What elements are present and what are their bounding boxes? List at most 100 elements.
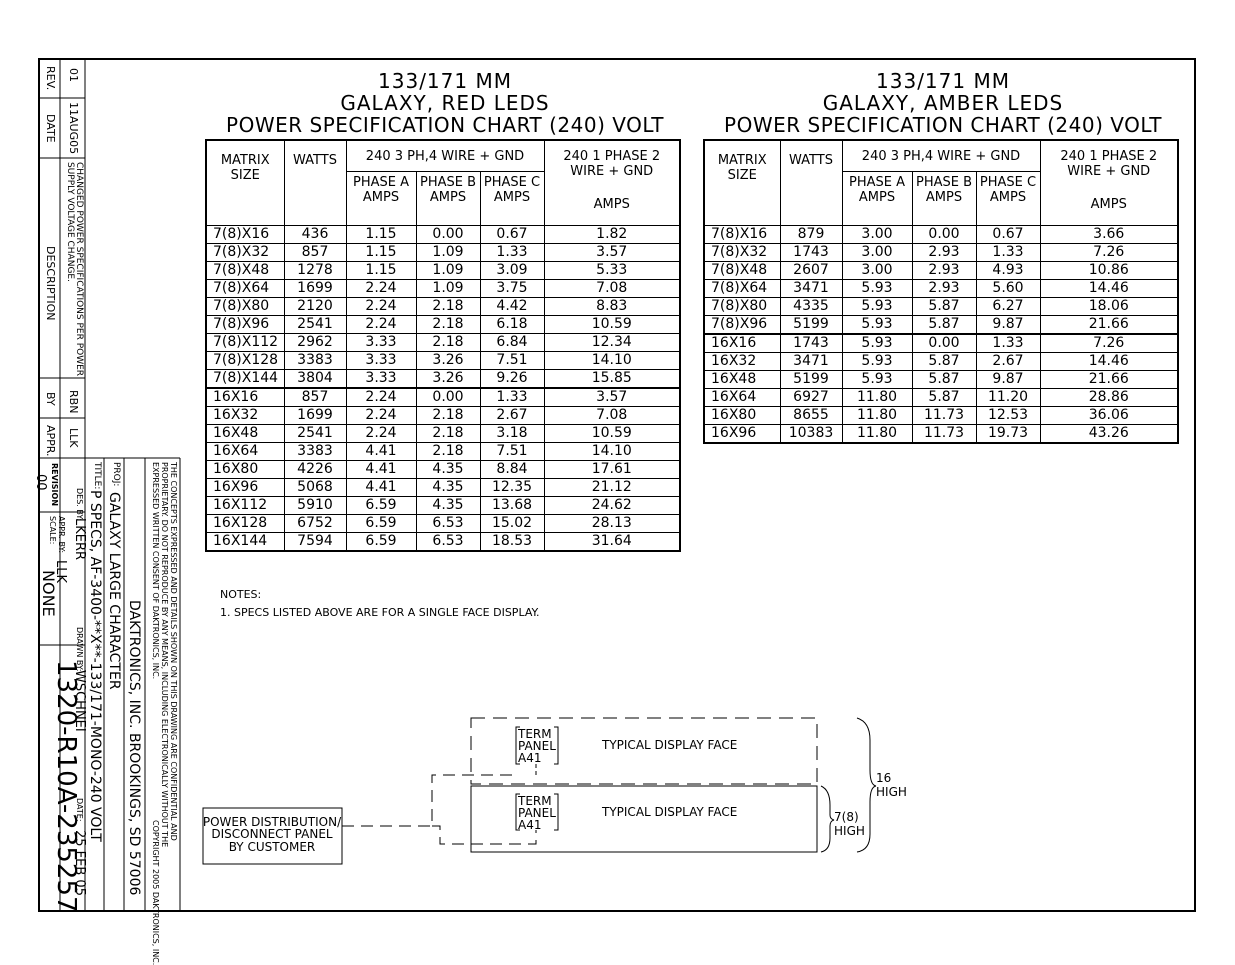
lower-display-label: TYPICAL DISPLAY FACE (601, 805, 737, 819)
wire-lower (432, 825, 537, 845)
table-cell: 3.66 (1039, 225, 1179, 244)
table-cell: 7(8)X32 (703, 243, 781, 262)
upper-display-label: TYPICAL DISPLAY FACE (601, 738, 737, 752)
table-cell: 13.68 (479, 496, 545, 515)
table-cell: 5.93 (841, 370, 913, 389)
table-cell: 6.59 (345, 514, 417, 533)
table-cell: 36.06 (1039, 406, 1179, 425)
table-cell: 16X96 (703, 424, 781, 444)
table-cell: 6752 (283, 514, 347, 533)
red-title-line1: 133/171 MM (378, 69, 512, 93)
table-cell: 7(8)X80 (703, 297, 781, 316)
table-cell: 11.80 (841, 424, 913, 444)
table-cell: 6.59 (345, 532, 417, 552)
table-cell: 8655 (779, 406, 843, 425)
table-cell: 1.33 (975, 333, 1041, 353)
table-cell: 6.53 (415, 514, 481, 533)
height-7-line1: 7(8) (834, 810, 859, 824)
lower-display-face (470, 785, 818, 853)
power-box-line3: BY CUSTOMER (229, 840, 316, 854)
upper-term-line2: PANEL (518, 739, 556, 753)
table-cell: 14.46 (1039, 279, 1179, 298)
table-cell: 4226 (283, 460, 347, 479)
lower-term-line1: TERM (517, 794, 552, 808)
amber-one-phase-label: 240 1 PHASE 2 WIRE + GND (1060, 149, 1158, 179)
table-cell: 12.53 (975, 406, 1041, 425)
height-16-line2: HIGH (876, 785, 907, 799)
table-cell: 16X112 (205, 496, 285, 515)
table-cell: 4335 (779, 297, 843, 316)
amber-spec-table: MATRIX SIZE WATTS 240 3 PH,4 WIRE + GND … (703, 139, 1179, 444)
amber-col-watts: WATTS (779, 139, 843, 226)
table-cell: 2.18 (415, 406, 481, 425)
table-cell: 7(8)X48 (703, 261, 781, 280)
table-cell: 16X80 (205, 460, 285, 479)
table-cell: 1.33 (479, 243, 545, 262)
table-cell: 1699 (283, 279, 347, 298)
table-cell: 11.73 (911, 406, 977, 425)
table-cell: 3.26 (415, 351, 481, 370)
brace-7-high (820, 785, 835, 853)
table-cell: 5.93 (841, 279, 913, 298)
table-cell: 5910 (283, 496, 347, 515)
table-cell: 2120 (283, 297, 347, 316)
drawing-sheet (38, 58, 1196, 912)
term-panel-lower (515, 793, 559, 831)
table-cell: 3383 (283, 351, 347, 370)
amber-title-line3: POWER SPECIFICATION CHART (240) VOLT (724, 113, 1162, 137)
table-cell: 3471 (779, 279, 843, 298)
height-7-line2: HIGH (834, 824, 865, 838)
table-cell: 5.93 (841, 333, 913, 353)
table-cell: 16X80 (703, 406, 781, 425)
table-cell: 11.80 (841, 406, 913, 425)
term-panel-upper (515, 726, 559, 765)
table-cell: 2.18 (415, 297, 481, 316)
table-cell: 7(8)X32 (205, 243, 285, 262)
table-cell: 11.80 (841, 388, 913, 407)
table-cell: 1.15 (345, 243, 417, 262)
table-cell: 43.26 (1039, 424, 1179, 444)
table-cell: 16X48 (205, 424, 285, 443)
table-cell: 14.46 (1039, 352, 1179, 371)
table-cell: 5.87 (911, 388, 977, 407)
amber-title-line2: GALAXY, AMBER LEDS (822, 91, 1064, 115)
table-cell: 2.93 (911, 243, 977, 262)
table-cell: 7(8)X128 (205, 351, 285, 370)
lower-term-line3: A41 (518, 818, 541, 832)
red-col-one-phase: 240 1 PHASE 2 WIRE + GND AMPS (543, 139, 681, 226)
red-chart-title: 133/171 MM GALAXY, RED LEDS POWER SPECIF… (200, 70, 690, 136)
table-cell: 2.18 (415, 333, 481, 352)
amber-col-three-phase: 240 3 PH,4 WIRE + GND (841, 139, 1041, 172)
upper-term-line3: A41 (518, 751, 541, 765)
table-cell: 3471 (779, 352, 843, 371)
table-cell: 3383 (283, 442, 347, 461)
table-cell: 7(8)X144 (205, 369, 285, 389)
notes: NOTES: 1. SPECS LISTED ABOVE ARE FOR A S… (220, 586, 539, 622)
table-cell: 6.84 (479, 333, 545, 352)
table-cell: 7(8)X48 (205, 261, 285, 280)
wire-upper (342, 774, 516, 827)
table-cell: 6.27 (975, 297, 1041, 316)
power-box-line2: DISCONNECT PANEL (211, 827, 333, 841)
table-cell: 16X64 (703, 388, 781, 407)
table-cell: 7(8)X112 (205, 333, 285, 352)
table-cell: 16X32 (205, 406, 285, 425)
red-one-phase-label: 240 1 PHASE 2 WIRE + GND (563, 149, 661, 179)
notes-heading: NOTES: (220, 588, 262, 601)
table-cell: 2962 (283, 333, 347, 352)
red-col-phase-b: PHASE B AMPS (415, 171, 481, 226)
table-cell: 7(8)X16 (205, 225, 285, 244)
